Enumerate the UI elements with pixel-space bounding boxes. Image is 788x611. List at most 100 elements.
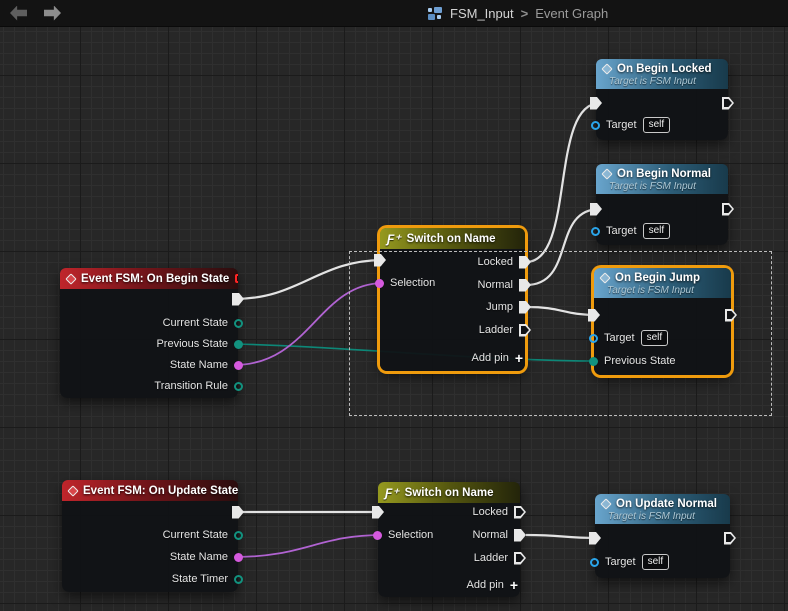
add-pin-icon[interactable]: + — [514, 350, 523, 366]
self-chip[interactable]: self — [642, 223, 671, 239]
pin-label: Target — [606, 119, 637, 131]
state-name-pin[interactable] — [234, 360, 243, 370]
node-title: On Begin Jump — [615, 271, 700, 284]
pin-label: Transition Rule — [154, 380, 228, 392]
add-pin-label: Add pin — [471, 352, 509, 364]
pin-label: Current State — [162, 529, 228, 541]
pin-label: Target — [605, 556, 636, 568]
exec-in-pin[interactable] — [372, 505, 384, 519]
state-name-pin[interactable] — [234, 552, 243, 562]
back-arrow-icon[interactable] — [10, 5, 27, 21]
pin-label: Selection — [390, 277, 436, 289]
node-header[interactable]: On Begin Locked Target is FSM Input — [596, 59, 728, 89]
current-state-pin[interactable] — [234, 318, 243, 328]
self-chip[interactable]: self — [642, 117, 671, 133]
pin-label: Previous State — [604, 355, 676, 367]
previous-state-pin[interactable] — [234, 339, 243, 349]
breadcrumb: FSM_Input > Event Graph — [428, 0, 608, 27]
node-title: On Begin Normal — [617, 167, 711, 180]
self-chip[interactable]: self — [640, 330, 669, 346]
graph-title-bar: FSM_Input > Event Graph — [0, 0, 788, 27]
target-pin[interactable] — [591, 226, 600, 236]
pin-label: Jump — [486, 301, 513, 313]
function-diamond-icon — [601, 167, 613, 180]
blueprint-icon — [428, 7, 443, 20]
self-chip[interactable]: self — [641, 554, 670, 570]
pin-label: Target — [606, 225, 637, 237]
node-header[interactable]: Ƒ⁺ Switch on Name — [378, 482, 520, 503]
pin-label: Selection — [388, 529, 434, 541]
chevron-right-icon: > — [520, 6, 529, 21]
switch-icon: Ƒ⁺ — [387, 231, 401, 246]
node-header[interactable]: On Update Normal Target is FSM Input — [595, 494, 730, 524]
node-header[interactable]: Ƒ⁺ Switch on Name — [380, 228, 525, 249]
target-pin[interactable] — [591, 120, 600, 130]
node-header[interactable]: On Begin Jump Target is FSM Input — [594, 268, 731, 298]
function-diamond-icon — [599, 271, 611, 284]
selection-pin[interactable] — [373, 530, 382, 540]
node-header[interactable]: Event FSM: On Begin State — [60, 268, 238, 289]
node-title: Event FSM: On Update State — [83, 484, 238, 497]
previous-state-pin[interactable] — [589, 356, 598, 366]
node-on-update-normal[interactable]: On Update Normal Target is FSM Input Tar… — [589, 494, 736, 578]
exec-in-pin[interactable] — [374, 253, 386, 267]
node-title: Switch on Name — [406, 232, 496, 245]
function-diamond-icon — [601, 62, 613, 75]
exec-out-pin[interactable] — [724, 531, 736, 545]
node-event-on-update-state[interactable]: Event FSM: On Update State Current State… — [62, 480, 244, 592]
node-title: On Update Normal — [616, 497, 717, 510]
exec-in-pin[interactable] — [590, 96, 602, 110]
node-switch-on-name-update[interactable]: Ƒ⁺ Switch on Name Selection Locked Norma… — [372, 482, 526, 597]
exec-out-pin[interactable] — [722, 96, 734, 110]
case-locked-pin[interactable] — [514, 505, 526, 519]
exec-out-pin[interactable] — [725, 308, 737, 322]
pin-label: Ladder — [473, 552, 508, 564]
node-switch-on-name-begin[interactable]: Ƒ⁺ Switch on Name Selection Locked Norma… — [374, 228, 531, 371]
event-diamond-icon — [67, 484, 79, 497]
state-timer-pin[interactable] — [234, 574, 243, 584]
node-title: Switch on Name — [404, 486, 494, 499]
add-pin-label: Add pin — [466, 579, 504, 591]
selection-pin[interactable] — [375, 278, 384, 288]
breadcrumb-graph[interactable]: Event Graph — [535, 6, 609, 21]
transition-rule-pin[interactable] — [234, 381, 243, 391]
node-subtitle: Target is FSM Input — [607, 285, 694, 296]
case-ladder-pin[interactable] — [519, 323, 531, 337]
case-normal-pin[interactable] — [514, 528, 526, 542]
target-pin[interactable] — [589, 333, 598, 343]
case-ladder-pin[interactable] — [514, 551, 526, 565]
node-subtitle: Target is FSM Input — [609, 76, 696, 87]
pin-label: Normal — [472, 529, 508, 541]
exec-in-pin[interactable] — [590, 202, 602, 216]
node-on-begin-normal[interactable]: On Begin Normal Target is FSM Input Targ… — [590, 164, 734, 245]
node-on-begin-locked[interactable]: On Begin Locked Target is FSM Input Targ… — [590, 59, 734, 140]
pin-label: Locked — [477, 256, 513, 268]
pin-label: Normal — [477, 279, 513, 291]
node-header[interactable]: Event FSM: On Update State — [62, 480, 238, 501]
event-flag-icon — [235, 274, 238, 283]
current-state-pin[interactable] — [234, 530, 243, 540]
node-on-begin-jump[interactable]: On Begin Jump Target is FSM Input Target… — [588, 268, 737, 375]
exec-in-pin[interactable] — [588, 308, 600, 322]
target-pin[interactable] — [590, 557, 599, 567]
event-diamond-icon — [65, 272, 77, 285]
exec-in-pin[interactable] — [589, 531, 601, 545]
node-subtitle: Target is FSM Input — [609, 181, 696, 192]
pin-label: Target — [604, 332, 635, 344]
breadcrumb-asset[interactable]: FSM_Input — [450, 6, 514, 21]
add-pin-icon[interactable]: + — [509, 577, 518, 593]
node-subtitle: Target is FSM Input — [608, 511, 695, 522]
pin-label: Locked — [472, 506, 508, 518]
forward-arrow-icon[interactable] — [44, 5, 61, 21]
node-event-on-begin-state[interactable]: Event FSM: On Begin State Current State … — [60, 268, 244, 398]
pin-label: State Name — [169, 551, 228, 563]
node-header[interactable]: On Begin Normal Target is FSM Input — [596, 164, 728, 194]
pin-label: Previous State — [156, 338, 228, 350]
exec-out-pin[interactable] — [722, 202, 734, 216]
pin-label: State Timer — [171, 573, 228, 585]
switch-icon: Ƒ⁺ — [385, 485, 399, 500]
pin-label: State Name — [169, 359, 228, 371]
pin-label: Current State — [162, 317, 228, 329]
function-diamond-icon — [600, 497, 612, 510]
